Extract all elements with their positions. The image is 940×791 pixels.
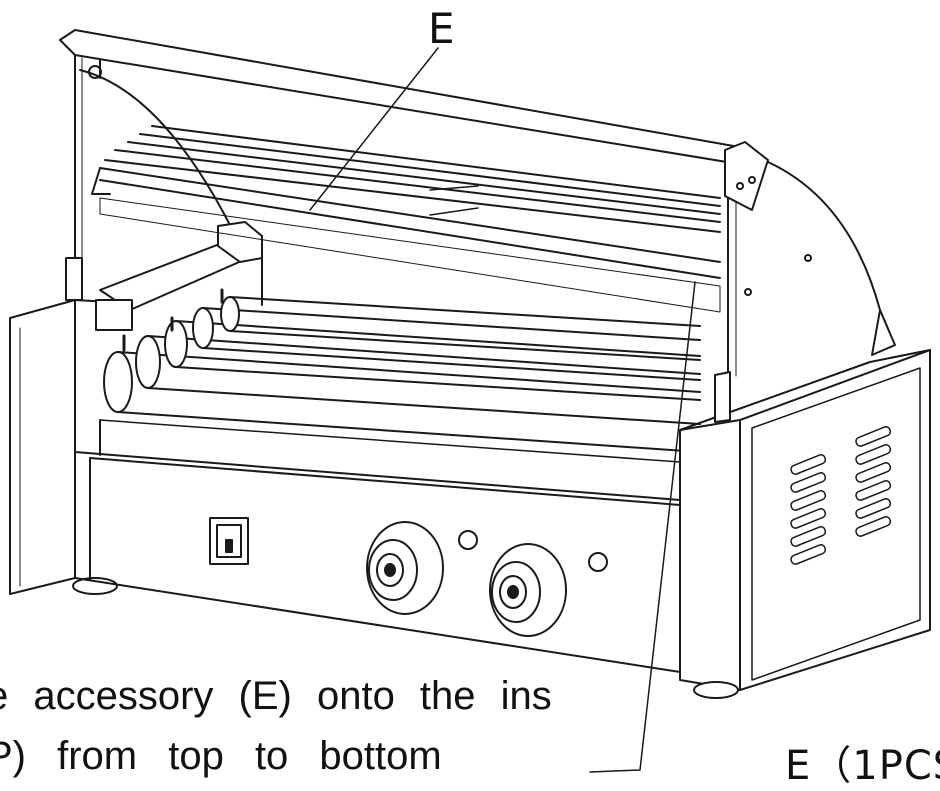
right-foot	[693, 681, 739, 699]
parts-count-label: E（1PCS	[785, 743, 940, 789]
roller	[164, 320, 701, 401]
right-cabinet	[679, 349, 931, 699]
leader-line-parts	[589, 281, 696, 773]
instruction-line-1: e accessory (E) onto the ins	[0, 674, 552, 718]
roller	[192, 307, 701, 381]
power-switch	[209, 517, 249, 565]
instruction-line-2: P) from top to bottom	[0, 734, 442, 778]
rollers	[103, 288, 701, 453]
thermostat-knob	[489, 543, 567, 637]
leader-line-e	[309, 47, 439, 211]
roller	[103, 351, 701, 453]
roller	[220, 296, 701, 361]
brackets	[65, 221, 263, 331]
indicator-light	[588, 552, 608, 572]
vent-slots	[790, 426, 892, 565]
wire-rack-accessory	[91, 125, 721, 313]
part-label-e: E	[428, 4, 455, 53]
thermostat-knob	[366, 521, 444, 615]
frame	[59, 29, 896, 377]
roller	[135, 335, 701, 425]
indicator-light	[458, 530, 478, 550]
top-bar	[59, 29, 746, 166]
